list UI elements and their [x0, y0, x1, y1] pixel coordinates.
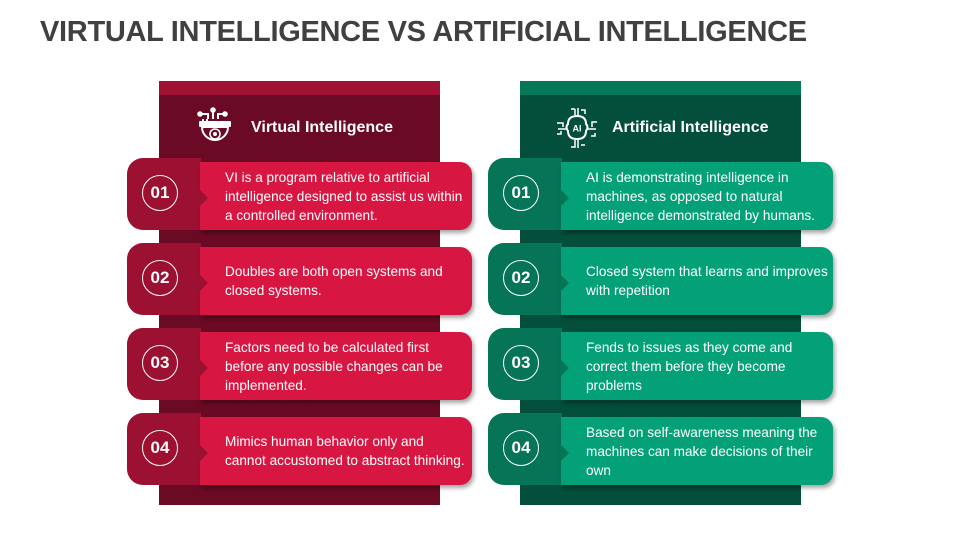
svg-text:AI: AI [573, 124, 582, 134]
item-text: VI is a program relative to artificial i… [225, 169, 463, 223]
number-box: 01 [127, 158, 201, 230]
text-box: Doubles are both open systems and closed… [199, 247, 472, 315]
item-number: 03 [142, 345, 178, 381]
ai-brain-circuit-icon: AI [557, 108, 597, 148]
number-box: 04 [127, 413, 201, 485]
item-text: AI is demonstrating intelligence in mach… [586, 169, 815, 223]
number-box: 01 [488, 158, 562, 230]
text-box: Closed system that learns and improves w… [560, 247, 833, 315]
item-number: 03 [503, 345, 539, 381]
panel-header: AI Artificial Intelligence [554, 103, 768, 153]
panel-heading: Artificial Intelligence [612, 119, 769, 136]
text-box: Mimics human behavior only and cannot ac… [199, 417, 472, 485]
item-number: 02 [142, 260, 178, 296]
number-box: 03 [127, 328, 201, 400]
item-text: Based on self-awareness meaning the mach… [586, 424, 818, 478]
item-number: 04 [503, 430, 539, 466]
panel-top-strip [159, 81, 440, 95]
item-number: 02 [503, 260, 539, 296]
item-text: Doubles are both open systems and closed… [225, 264, 443, 298]
item-text: Closed system that learns and improves w… [586, 264, 828, 298]
item-number: 01 [503, 175, 539, 211]
item-text: Fends to issues as they come and correct… [586, 339, 793, 393]
text-box: AI is demonstrating intelligence in mach… [560, 162, 833, 230]
panel-heading: Virtual Intelligence [251, 119, 393, 136]
text-box: Based on self-awareness meaning the mach… [560, 417, 833, 485]
number-box: 04 [488, 413, 562, 485]
number-box: 03 [488, 328, 562, 400]
item-text: Factors need to be calculated first befo… [225, 339, 443, 393]
text-box: VI is a program relative to artificial i… [199, 162, 472, 230]
panel-top-strip [520, 81, 801, 95]
item-text: Mimics human behavior only and cannot ac… [225, 434, 465, 468]
panel-header: Virtual Intelligence [193, 103, 393, 153]
item-number: 04 [142, 430, 178, 466]
number-box: 02 [127, 243, 201, 315]
text-box: Fends to issues as they come and correct… [560, 332, 833, 400]
number-box: 02 [488, 243, 562, 315]
item-number: 01 [142, 175, 178, 211]
page-title: VIRTUAL INTELLIGENCE VS ARTIFICIAL INTEL… [40, 16, 807, 48]
security-camera-circuit-icon [197, 107, 231, 141]
text-box: Factors need to be calculated first befo… [199, 332, 472, 400]
